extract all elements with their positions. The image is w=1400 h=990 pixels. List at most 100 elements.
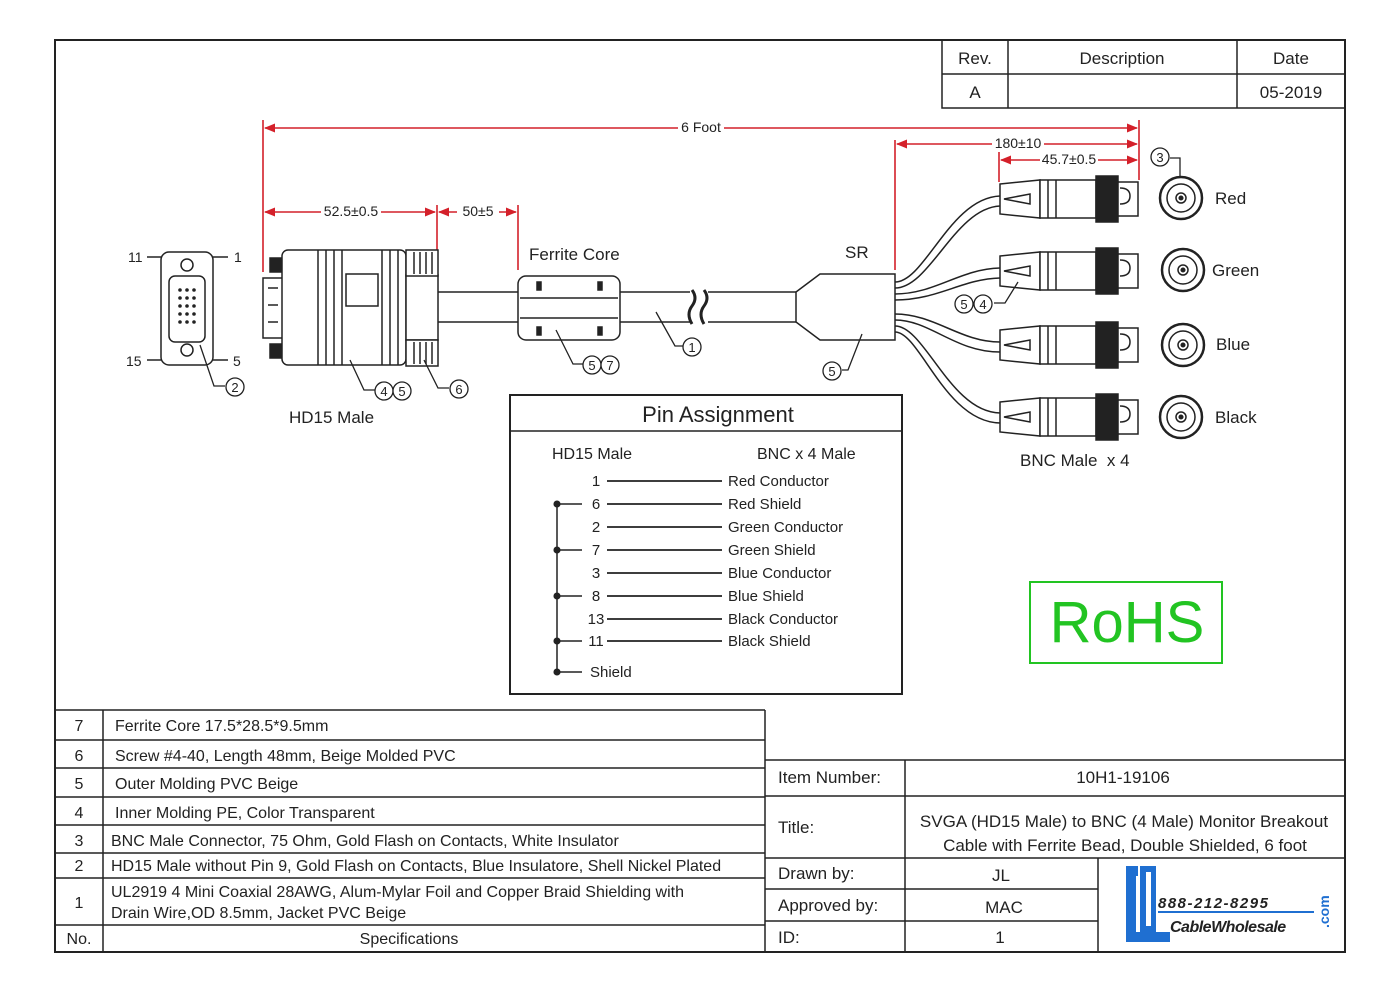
pin-number: 11 xyxy=(588,633,604,650)
logo-brand: CableWholesale xyxy=(1170,919,1286,936)
pin-signal: Green Conductor xyxy=(728,519,843,536)
rev-value: A xyxy=(969,83,981,102)
bnc-end-red xyxy=(1158,175,1204,221)
pin-signal: Blue Shield xyxy=(728,588,804,605)
pin-assignment-box: Pin Assignment HD15 Male BNC x 4 Male xyxy=(509,394,903,695)
callout-5-hd15: 5 xyxy=(398,384,405,399)
breakout-length-label: 180±10 xyxy=(995,135,1042,151)
callout-leaders xyxy=(199,157,1181,391)
pin-number: 2 xyxy=(592,519,600,536)
pin-signal: Red Shield xyxy=(728,496,801,513)
bom-item-spec: Inner Molding PE, Color Transparent xyxy=(115,805,375,822)
pin-signal: Blue Conductor xyxy=(728,565,831,582)
hd15-connector xyxy=(262,249,439,367)
cablewholesale-logo: 888-212-8295 CableWholesale .com xyxy=(1126,866,1332,942)
bom-header-spec: Specifications xyxy=(360,931,459,948)
bom-item-number: 4 xyxy=(75,805,84,822)
bnc-connector-green xyxy=(999,247,1139,295)
pin-5-label: 5 xyxy=(233,353,241,369)
pin-signal: Black Shield xyxy=(728,633,811,650)
ferrite-gap-label: 50±5 xyxy=(462,203,493,219)
bnc-connectors xyxy=(999,175,1139,441)
dimension-labels: 6 Foot 180±10 45.7±0.5 52.5±0.5 50±5 xyxy=(321,119,1098,219)
pin-signal: Green Shield xyxy=(728,542,816,559)
item-number-value: 10H1-19106 xyxy=(1076,768,1170,787)
rohs-box xyxy=(1029,581,1223,664)
hd15-front-view xyxy=(147,251,228,366)
rohs-text: RoHS xyxy=(1050,590,1205,655)
callout-3: 3 xyxy=(1156,150,1163,165)
bnc-end-views xyxy=(1158,175,1206,440)
bnc-color-green: Green xyxy=(1212,261,1259,280)
logo-phone: 888-212-8295 xyxy=(1158,895,1269,912)
pin-number: 8 xyxy=(592,588,600,605)
bom-table xyxy=(55,709,766,952)
title-label: Title: xyxy=(778,818,814,837)
id-label: ID: xyxy=(778,928,800,947)
approved-by-value: MAC xyxy=(985,898,1023,917)
bom-item-number: 2 xyxy=(75,858,84,875)
shield-label: Shield xyxy=(590,664,632,681)
bom-item-number: 5 xyxy=(75,776,84,793)
bom-item-number: 3 xyxy=(75,833,84,850)
bnc-length-label: 45.7±0.5 xyxy=(1042,151,1097,167)
callout-4-bnc: 4 xyxy=(979,297,986,312)
callout-numbers: 2 4 5 6 5 7 1 5 5 4 3 xyxy=(231,150,1163,399)
ferrite-core-label: Ferrite Core xyxy=(529,245,620,264)
bom-spec-1-line2: Drain Wire,OD 8.5mm, Jacket PVC Beige xyxy=(111,905,406,922)
date-header: Date xyxy=(1273,49,1309,68)
callout-7: 7 xyxy=(606,358,613,373)
bom-item-number: 1 xyxy=(75,895,84,912)
sr-label: SR xyxy=(845,243,869,262)
bom-item-spec: BNC Male Connector, 75 Ohm, Gold Flash o… xyxy=(111,833,619,850)
bom-item-spec: Outer Molding PVC Beige xyxy=(115,776,298,793)
title-line2: Cable with Ferrite Bead, Double Shielded… xyxy=(943,836,1307,855)
callout-5-ferrite: 5 xyxy=(588,358,595,373)
pin-number: 6 xyxy=(592,496,600,513)
bnc-connector-red xyxy=(999,175,1139,223)
logo-dotcom: .com xyxy=(1316,895,1332,928)
pin-signal: Black Conductor xyxy=(728,611,838,628)
bom-item-number: 6 xyxy=(75,748,84,765)
pin-left-header: HD15 Male xyxy=(552,446,632,463)
pin-assignment-title: Pin Assignment xyxy=(642,402,794,427)
shield-bus xyxy=(553,500,582,676)
breakout-wires xyxy=(894,195,1001,424)
cable xyxy=(438,289,796,325)
callout-4-hd15: 4 xyxy=(380,384,387,399)
approved-by-label: Approved by: xyxy=(778,896,878,915)
bom-spec-1-line1: UL2919 4 Mini Coaxial 28AWG, Alum-Mylar … xyxy=(111,884,684,901)
pin-number: 3 xyxy=(592,565,600,582)
pin-number: 7 xyxy=(592,542,600,559)
revision-table: Rev. Description Date A 05-2019 xyxy=(941,39,1346,109)
strain-relief xyxy=(795,273,896,341)
bom-item-number: 7 xyxy=(75,718,84,735)
id-value: 1 xyxy=(995,928,1004,947)
bnc-color-red: Red xyxy=(1215,189,1246,208)
pin-15-label: 15 xyxy=(126,353,142,369)
rev-header: Rev. xyxy=(958,49,992,68)
description-header: Description xyxy=(1079,49,1164,68)
overall-length-label: 6 Foot xyxy=(681,119,721,135)
hd15-male-label: HD15 Male xyxy=(289,408,374,427)
bnc-end-black xyxy=(1158,394,1204,440)
bom-item-spec: HD15 Male without Pin 9, Gold Flash on C… xyxy=(111,858,721,875)
hd15-length-label: 52.5±0.5 xyxy=(324,203,379,219)
bom-item-spec: Screw #4-40, Length 48mm, Beige Molded P… xyxy=(115,748,456,765)
ferrite-core xyxy=(517,275,621,341)
pin-11-label: 11 xyxy=(128,249,143,265)
bnc-color-black: Black xyxy=(1215,408,1257,427)
bnc-end-blue xyxy=(1160,322,1206,368)
bnc-male-label: BNC Male x 4 xyxy=(1020,451,1130,470)
pin-number: 1 xyxy=(592,473,600,490)
callouts xyxy=(225,147,1170,401)
callout-5-bnc: 5 xyxy=(960,297,967,312)
title-block-grid xyxy=(765,759,1345,952)
drawn-by-label: Drawn by: xyxy=(778,864,855,883)
bnc-connector-black xyxy=(999,393,1139,441)
pin-1-label: 1 xyxy=(234,249,242,265)
drawing-border xyxy=(54,39,1346,953)
pin-number: 13 xyxy=(588,611,605,628)
date-value: 05-2019 xyxy=(1260,83,1322,102)
